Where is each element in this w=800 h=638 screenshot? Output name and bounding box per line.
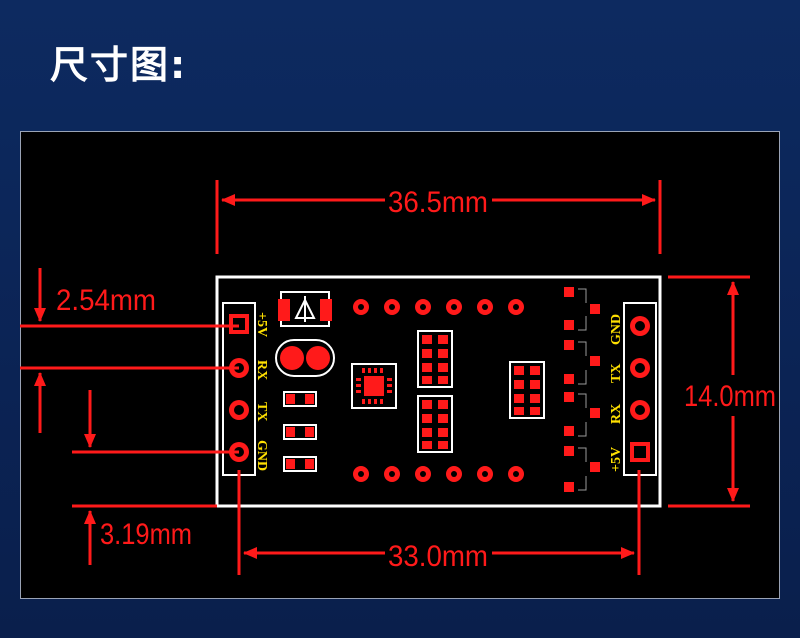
left-label-5v: +5V bbox=[254, 312, 269, 337]
resistor-array-2 bbox=[417, 395, 453, 453]
right-led-column bbox=[564, 287, 600, 492]
top-via-row bbox=[353, 299, 524, 315]
diode-footprint bbox=[278, 291, 332, 327]
right-label-gnd: GND bbox=[609, 314, 624, 345]
qfn-chip-footprint bbox=[351, 363, 397, 409]
left-header-labels: +5V RX TX GND bbox=[254, 312, 269, 471]
right-header-labels: GND TX RX +5V bbox=[609, 314, 624, 472]
left-label-tx: TX bbox=[254, 402, 269, 421]
dimension-labels: 36.5mm 33.0mm 14.0mm 2.54mm 3.19mm bbox=[56, 186, 776, 573]
page-title: 尺寸图: bbox=[50, 43, 188, 87]
dim-label-36-5: 36.5mm bbox=[388, 186, 488, 219]
bottom-via-row bbox=[353, 466, 524, 482]
oval-component bbox=[275, 339, 335, 377]
drawing-panel bbox=[20, 131, 780, 599]
resistor-array-1 bbox=[417, 330, 453, 388]
dimension-lines bbox=[20, 180, 750, 575]
right-label-rx: RX bbox=[609, 404, 624, 424]
right-label-5v: +5V bbox=[609, 447, 624, 472]
small-passives bbox=[283, 391, 317, 472]
dim-label-3-19: 3.19mm bbox=[100, 518, 192, 551]
resistor-array-3 bbox=[509, 361, 545, 419]
left-label-gnd: GND bbox=[254, 440, 269, 471]
dim-label-33-0: 33.0mm bbox=[388, 540, 488, 573]
dim-label-14-0: 14.0mm bbox=[684, 380, 776, 413]
right-label-tx: TX bbox=[609, 364, 624, 383]
dim-label-2-54: 2.54mm bbox=[56, 284, 156, 317]
pcb-outline bbox=[215, 275, 662, 508]
left-label-rx: RX bbox=[254, 360, 269, 380]
